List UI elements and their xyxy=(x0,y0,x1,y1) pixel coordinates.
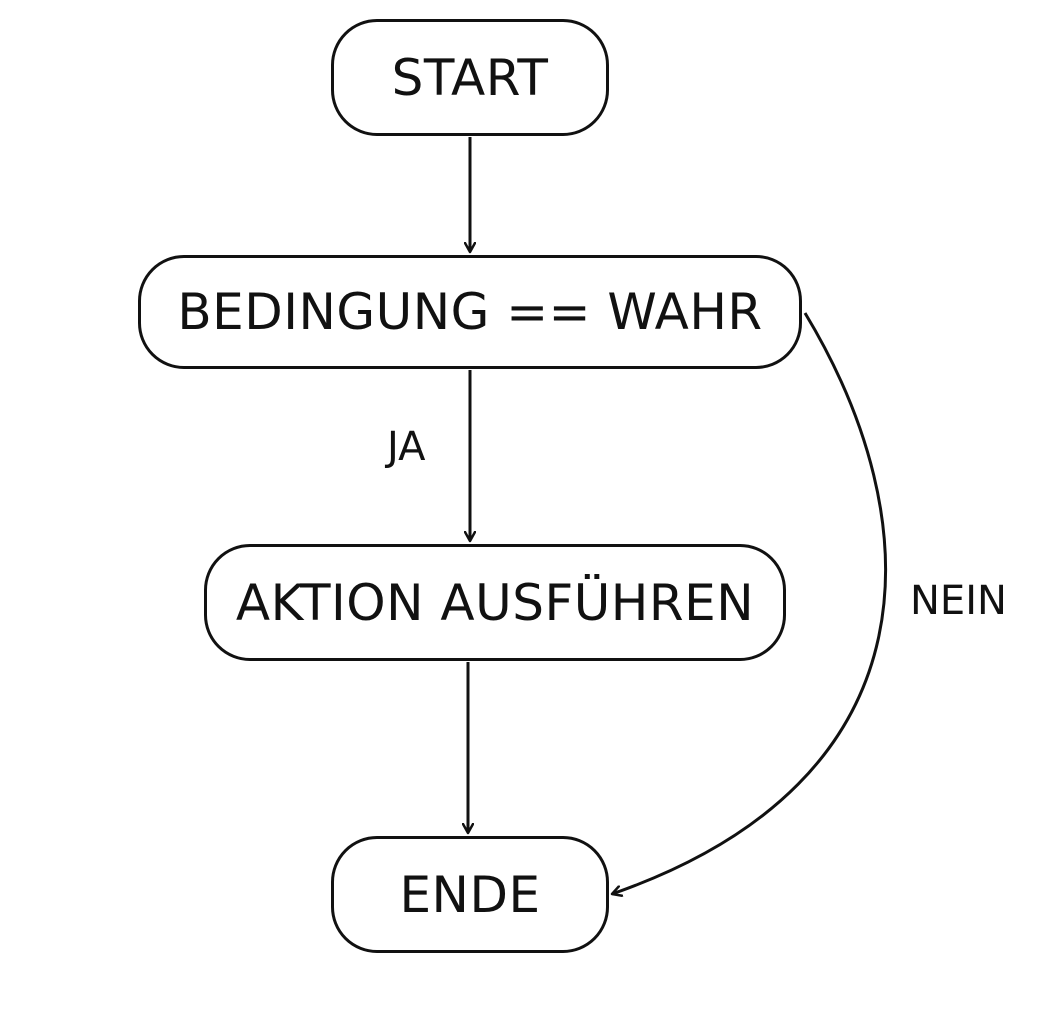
action-node: AKTION AUSFÜHREN xyxy=(204,544,786,661)
condition-node: BEDINGUNG == WAHR xyxy=(138,255,802,369)
start-node: START xyxy=(331,19,609,136)
action-node-label: AKTION AUSFÜHREN xyxy=(235,573,755,632)
arrow-condition-to-end xyxy=(612,312,888,894)
end-node-label: ENDE xyxy=(399,865,541,924)
yes-edge-label: JA xyxy=(387,424,426,470)
start-node-label: START xyxy=(391,48,549,107)
no-edge-label: NEIN xyxy=(910,578,1007,624)
condition-node-label: BEDINGUNG == WAHR xyxy=(177,283,763,341)
end-node: ENDE xyxy=(331,836,609,953)
